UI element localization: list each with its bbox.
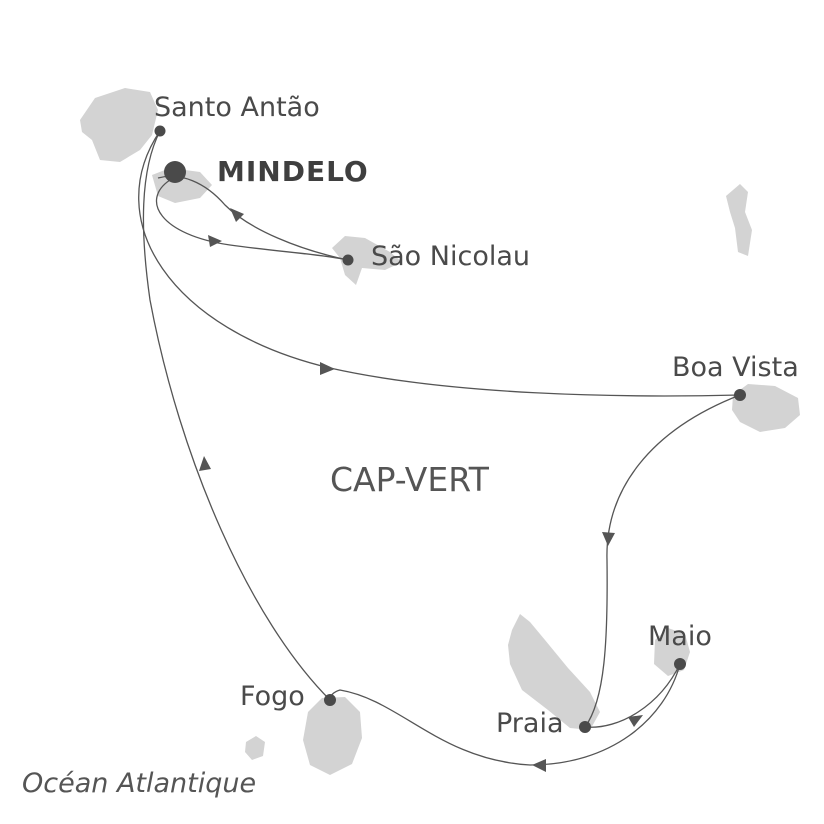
- island-brava: [245, 736, 265, 760]
- port-dot-fogo[interactable]: [324, 694, 336, 706]
- arrow-icon: [532, 759, 546, 772]
- islands: [80, 88, 800, 775]
- port-dot-praia[interactable]: [579, 721, 591, 733]
- port-dot-santo-antao[interactable]: [154, 125, 166, 137]
- island-sal: [726, 184, 752, 256]
- ocean-label: Océan Atlantique: [22, 768, 257, 799]
- country-label: CAP-VERT: [330, 460, 489, 499]
- port-label-sao-nicolau: São Nicolau: [371, 241, 531, 272]
- island-fogo: [303, 697, 362, 775]
- route-praia-maio: [584, 663, 681, 728]
- arrow-icon: [602, 532, 615, 546]
- island-sao-nicolau: [332, 236, 402, 285]
- island-santo-antao: [80, 88, 158, 162]
- port-dot-mindelo[interactable]: [164, 161, 186, 183]
- port-label-maio: Maio: [648, 621, 712, 652]
- route-boa-vista-praia: [584, 394, 741, 728]
- arrow-icon: [320, 362, 335, 375]
- route-fogo-santo-antao: [142, 130, 331, 701]
- routes: [138, 130, 741, 766]
- arrow-icon: [199, 456, 211, 471]
- arrow-icon: [230, 208, 244, 222]
- route-mindelo-sao-nicolau: [155, 179, 349, 261]
- port-label-boa-vista: Boa Vista: [672, 352, 799, 383]
- port-dot-maio[interactable]: [674, 658, 686, 670]
- port-label-mindelo: MINDELO: [217, 155, 369, 188]
- island-boa-vista: [732, 384, 800, 432]
- port-label-fogo: Fogo: [240, 681, 305, 712]
- port-dots: [154, 125, 746, 733]
- port-label-santo-antao: Santo Antão: [154, 92, 320, 123]
- arrow-icon: [208, 235, 222, 247]
- port-dot-sao-nicolau[interactable]: [342, 254, 354, 266]
- route-arrows: [199, 208, 643, 772]
- arrow-icon: [628, 715, 643, 727]
- port-dot-boa-vista[interactable]: [734, 389, 746, 401]
- route-maio-fogo: [329, 663, 681, 766]
- island-santiago: [508, 614, 600, 730]
- port-label-praia: Praia: [496, 708, 564, 739]
